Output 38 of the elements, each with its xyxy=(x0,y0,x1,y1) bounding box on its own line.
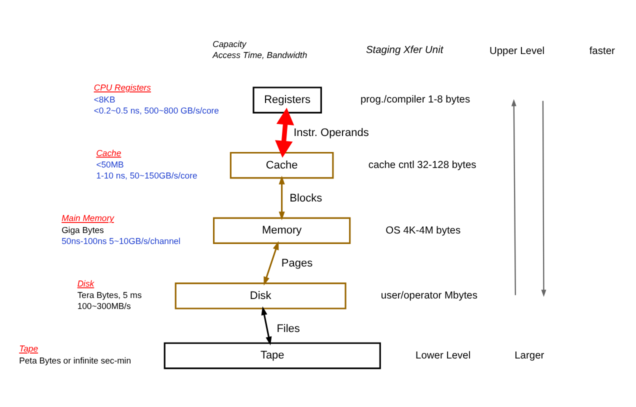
label: CPU Registers xyxy=(94,82,151,92)
node-box: Registers xyxy=(252,86,322,114)
label: Giga Bytes xyxy=(62,224,104,235)
arrow xyxy=(275,108,294,158)
label: Capacity xyxy=(212,39,246,50)
label: user/operator Mbytes xyxy=(380,290,478,302)
label: Cache xyxy=(96,148,122,158)
label: 100~300MB/s xyxy=(77,301,131,312)
label: Tape xyxy=(19,344,38,354)
edge-label: Pages xyxy=(281,258,313,270)
edge-label: Blocks xyxy=(290,192,322,204)
label: Access Time, Bandwidth xyxy=(212,50,308,60)
edge-label: Files xyxy=(276,322,300,335)
label: <50MB xyxy=(96,160,124,170)
label: Staging Xfer Unit xyxy=(366,45,444,56)
node-box: Memory xyxy=(213,217,351,244)
label: Disk xyxy=(77,278,94,288)
label: Lower Level xyxy=(416,350,471,362)
label: Tera Bytes, 5 ms xyxy=(77,290,142,300)
label: Main Memory xyxy=(62,213,114,224)
label: cache cntl 32-128 bytes xyxy=(368,160,476,172)
node-box: Tape xyxy=(164,342,381,370)
arrow xyxy=(264,241,279,286)
label: 50ns-100ns 5~10GB/s/channel xyxy=(62,236,180,246)
label: <8KB xyxy=(94,94,116,104)
node-box: Disk xyxy=(174,282,346,310)
arrow xyxy=(261,306,272,346)
edge-label: Instr. Operands xyxy=(294,127,369,140)
label: Larger xyxy=(514,350,544,362)
label: Peta Bytes or infinite sec-min xyxy=(19,355,132,366)
label: Upper Level xyxy=(489,46,545,57)
node-box: Cache xyxy=(230,152,334,179)
label: <0.2~0.5 ns, 500~800 GB/s/core xyxy=(94,105,219,116)
label: prog./compiler 1-8 bytes xyxy=(360,94,470,106)
label: 1-10 ns, 50~150GB/s/core xyxy=(96,170,198,181)
label: faster xyxy=(589,46,615,57)
label: OS 4K-4M bytes xyxy=(386,225,461,236)
arrow xyxy=(278,176,285,220)
